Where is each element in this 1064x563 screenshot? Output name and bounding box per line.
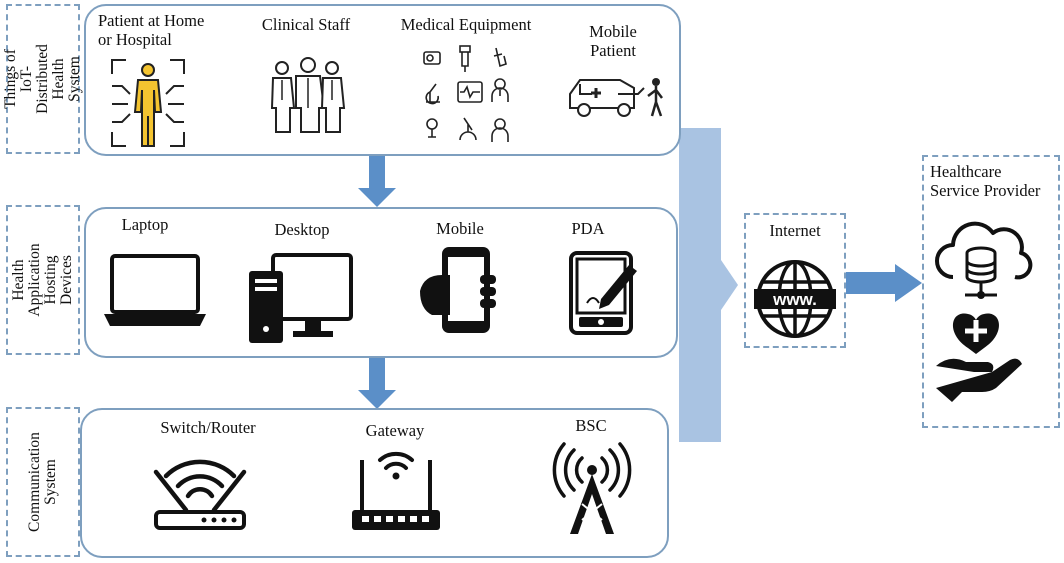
medical-equipment-icon [423,45,509,142]
globe-icon: www. [754,260,836,338]
patient-icon [111,59,185,147]
provider-label: Healthcare Service Provider [930,162,1041,200]
bsc-label: BSC [575,416,607,435]
pda-icon [569,251,637,335]
ambulance-icon [569,78,663,117]
hosting-to-comm-arrow [358,357,396,409]
laptop-label: Laptop [121,215,169,234]
laptop-icon [104,254,206,326]
internet-label: Internet [769,221,821,240]
desktop-label: Desktop [274,220,330,239]
pda-label: PDA [571,219,605,238]
bsc-tower-icon [552,442,632,534]
desktop-icon [249,253,353,343]
clinical-staff-label: Clinical Staff [261,15,351,34]
things-side-label-box [6,4,80,154]
bus-to-internet-arrow [721,260,738,310]
mobile-label: Mobile [436,219,484,238]
bus-bar [679,128,721,442]
mobile-phone-icon [420,247,496,333]
hosting-side-label-box [6,205,80,355]
medical-equipment-label: Medical Equipment [400,15,532,34]
cloud-database-icon [935,221,1033,299]
clinical-staff-icon [270,57,346,133]
things-to-hosting-arrow [358,156,396,207]
patient-label: Patient at Home or Hospital [98,11,205,49]
switch-router-label: Switch/Router [160,418,256,437]
gateway-label: Gateway [365,421,425,440]
internet-to-provider-arrow [846,264,922,302]
gateway-icon [352,451,440,530]
www-text: www. [772,290,817,309]
heart-hand-icon [936,313,1022,402]
mobile-patient-label: Mobile Patient [589,22,637,60]
router-icon [153,459,247,530]
communication-side-label-box [6,407,80,557]
